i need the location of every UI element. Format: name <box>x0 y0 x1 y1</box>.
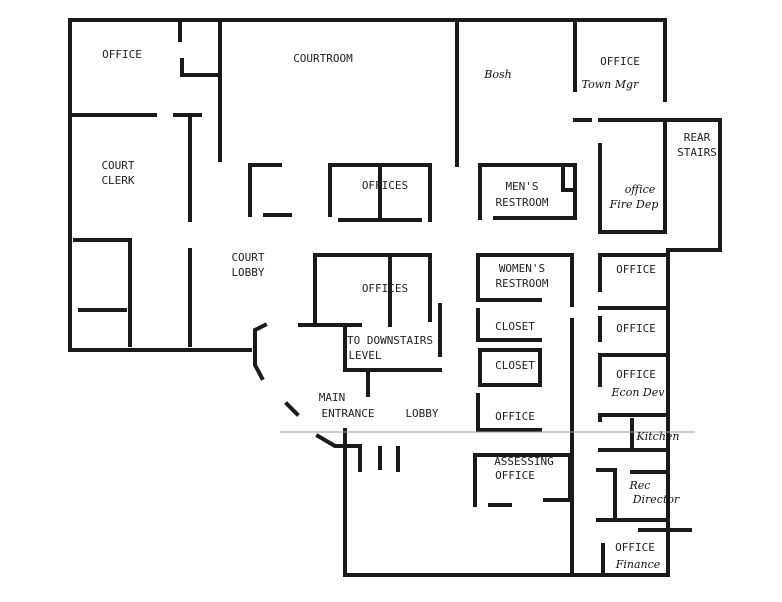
label-office-e3: OFFICE <box>616 368 656 381</box>
note-rec-2: Director <box>632 493 680 506</box>
label-womens-2: RESTROOM <box>496 277 549 290</box>
label-court-lobby-1: COURT <box>231 251 264 264</box>
label-offices-upper: OFFICES <box>362 179 408 192</box>
label-rear-stairs-1: REAR <box>684 131 711 144</box>
label-assessing-1: ASSESSING <box>494 455 554 468</box>
note-finance: Finance <box>615 558 661 571</box>
label-closet-2: CLOSET <box>495 359 535 372</box>
note-kitchen: Kitchen <box>636 430 680 443</box>
walls <box>68 18 722 577</box>
label-court-lobby-2: LOBBY <box>231 266 264 279</box>
label-downstairs-2: LEVEL <box>348 349 381 362</box>
label-office-nw: OFFICE <box>102 48 142 61</box>
label-main-entrance-1: MAIN <box>319 391 346 404</box>
note-booth: Bosh <box>483 68 511 81</box>
label-rear-stairs-2: STAIRS <box>677 146 717 159</box>
label-courtroom: COURTROOM <box>293 52 353 65</box>
label-office-ne: OFFICE <box>600 55 640 68</box>
label-womens-1: WOMEN'S <box>499 262 545 275</box>
label-office-e2: OFFICE <box>616 322 656 335</box>
label-court-clerk-1: COURT <box>101 159 134 172</box>
note-town-mgr: Town Mgr <box>582 78 639 91</box>
label-main-entrance-2: ENTRANCE <box>322 407 375 420</box>
label-office-e1: OFFICE <box>616 263 656 276</box>
note-fire-2: Fire Dep <box>609 198 659 211</box>
note-econ-dev: Econ Dev <box>611 386 666 399</box>
label-mens-2: RESTROOM <box>496 196 549 209</box>
label-closet-1: CLOSET <box>495 320 535 333</box>
note-rec-1: Rec <box>629 479 651 492</box>
label-office-center: OFFICE <box>495 410 535 423</box>
label-assessing-2: OFFICE <box>495 469 535 482</box>
label-mens-1: MEN'S <box>505 180 538 193</box>
label-offices-lower: OFFICES <box>362 282 408 295</box>
label-office-se: OFFICE <box>615 541 655 554</box>
label-court-clerk-2: CLERK <box>101 174 134 187</box>
label-lobby: LOBBY <box>405 407 438 420</box>
note-fire-1: office <box>625 183 656 196</box>
label-downstairs-1: TO DOWNSTAIRS <box>347 334 433 347</box>
room-labels: OFFICE COURTROOM Bosh OFFICE Town Mgr RE… <box>101 48 716 571</box>
